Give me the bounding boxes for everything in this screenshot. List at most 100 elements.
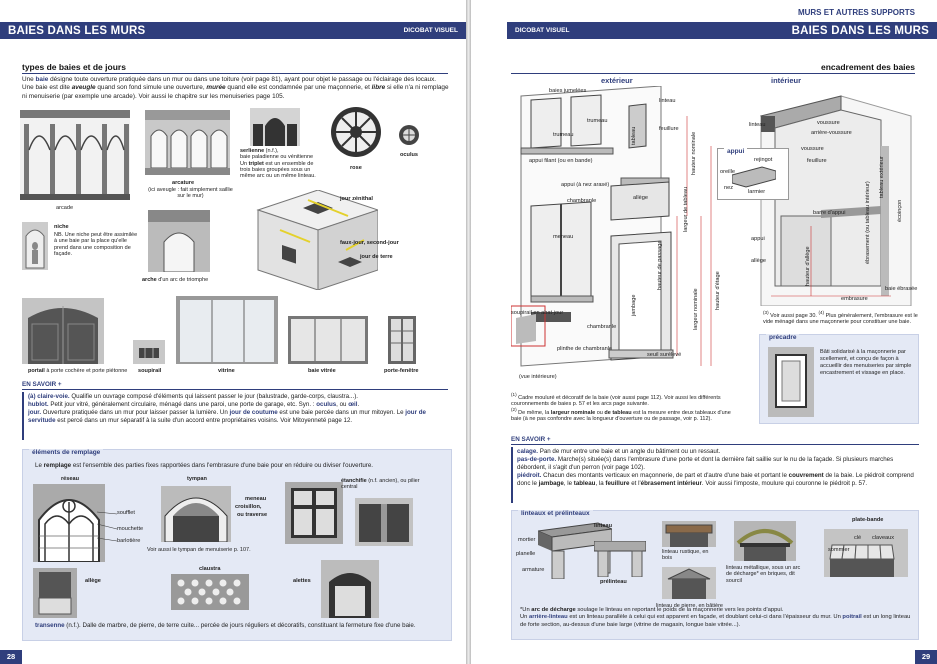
label-oreille: oreille xyxy=(720,169,735,175)
caption-serlienne: serlienne (n.f.),baie paladienne ou véni… xyxy=(240,148,316,180)
remplage-intro: Le remplage est l'ensemble des parties f… xyxy=(35,462,374,469)
vitrine-illustration xyxy=(176,296,278,364)
en-savoir-rule-right xyxy=(511,444,919,450)
room-light-illustration xyxy=(256,190,378,290)
right-page: MURS ET AUTRES SUPPORTS DICOBAT VISUEL B… xyxy=(471,0,937,664)
interior-view-illustration xyxy=(759,95,912,306)
linteaux-title: linteaux et prélinteaux xyxy=(518,510,593,517)
label-planelle: planelle xyxy=(516,551,536,557)
caption-tympan: Voir aussi le tympan de menuiserie p. 10… xyxy=(147,547,251,553)
label-baies-jumelees: baies jumelées xyxy=(549,88,587,94)
label-rose: rose xyxy=(350,165,362,171)
note-2: (2) De même, la largeur nominale ou de t… xyxy=(511,407,731,423)
label-claustra: claustra xyxy=(199,566,221,572)
label-appui-filant: appui filant (ou en bande) xyxy=(529,158,593,164)
croisee-illustration xyxy=(285,482,343,544)
baie-vitree-illustration xyxy=(288,316,368,364)
label-oculus: oculus xyxy=(400,152,419,158)
label-voussure-top: voussure xyxy=(817,120,840,126)
label-barre-appui: barre d'appui xyxy=(813,210,846,216)
leader-lines-reseau xyxy=(97,511,118,542)
left-header-bar: BAIES DANS LES MURS DICOBAT VISUEL xyxy=(0,22,466,39)
label-baie-vitree: baie vitrée xyxy=(308,368,336,374)
label-linteau-int: linteau xyxy=(749,122,766,128)
en-savoir-text-right: calage. Pan de mur entre une baie et un … xyxy=(517,448,914,487)
label-hauteur-passage: hauteur de passage xyxy=(657,240,663,290)
label-allege-int: allège xyxy=(751,258,766,264)
linteau-pierre-illustration xyxy=(662,567,716,599)
right-top-note: MURS ET AUTRES SUPPORTS xyxy=(797,8,915,17)
label-reseau: réseau xyxy=(61,476,80,482)
linteaux-box: linteaux et prélinteaux linteau mortier … xyxy=(511,510,919,640)
right-header-tag: DICOBAT VISUEL xyxy=(515,27,570,34)
label-trumeau-2: trumeau xyxy=(587,118,608,124)
linteaux-footnotes: *Un arc de décharge soulage le linteau e… xyxy=(520,607,911,628)
linteau-bois-illustration xyxy=(662,521,716,547)
caption-linteau-pierre: linteau de pierre, en bâtière xyxy=(656,603,723,609)
serlienne-illustration xyxy=(250,108,300,146)
label-ou-traverse: ou traverse xyxy=(237,512,268,518)
porte-fenetre-illustration xyxy=(388,316,416,364)
label-interieur: intérieur xyxy=(771,76,802,85)
en-savoir-bar-left xyxy=(22,392,24,440)
label-jour-de-terre: jour de terre xyxy=(360,254,393,260)
appui-detail-title: appui xyxy=(724,148,748,155)
label-mortier: mortier xyxy=(518,537,536,543)
label-feuillure-ext: feuillure xyxy=(659,126,679,132)
label-soufflet: soufflet xyxy=(117,510,135,516)
label-largeur-tableau: largeur de tableau xyxy=(683,186,689,232)
note-3-4: (3) Voir aussi page 30. (4) Plus général… xyxy=(763,310,918,326)
label-hauteur-etage: hauteur d'étage xyxy=(715,271,721,310)
label-appui-int: appui xyxy=(751,236,765,242)
label-exterieur: extérieur xyxy=(601,76,633,85)
label-plinthe: plinthe de chambranle xyxy=(557,346,613,352)
label-linteau-ext: linteau xyxy=(659,98,676,104)
portail-illustration xyxy=(22,298,104,364)
left-header-title: BAIES DANS LES MURS xyxy=(8,24,146,37)
caption-niche: NB. Une niche peut être assimilée à une … xyxy=(54,232,138,257)
label-vitrine: vitrine xyxy=(218,368,235,374)
prelinteau-illustration xyxy=(594,541,646,577)
linteau-metal-illustration xyxy=(734,521,796,561)
oculus-illustration xyxy=(399,125,419,145)
section-rule xyxy=(22,73,448,74)
right-header-title: BAIES DANS LES MURS xyxy=(791,24,929,37)
label-tableau-exterieur: tableau extérieur xyxy=(879,156,885,198)
precadre-box: précadre Bâti solidarisé à la maçonnerie… xyxy=(759,334,919,424)
remplage-box: éléments de remplage Le remplage est l'e… xyxy=(22,449,452,641)
plate-bande-illustration xyxy=(824,529,908,577)
label-appui-nez-arase: appui (à nez arasé) xyxy=(561,182,610,188)
left-header-tag: DICOBAT VISUEL xyxy=(403,27,458,34)
arch-of-triumph-illustration xyxy=(148,210,210,272)
label-jambage: jambage xyxy=(631,294,637,316)
exterior-facade-illustration xyxy=(511,86,712,367)
precadre-text: Bâti solidarisé à la maçonnerie par scel… xyxy=(820,349,912,376)
left-page-number: 28 xyxy=(0,650,22,664)
rose-window-illustration xyxy=(331,107,381,157)
section-title-encadrement: encadrement des baies xyxy=(820,62,915,72)
right-header-bar: DICOBAT VISUEL BAIES DANS LES MURS xyxy=(507,22,937,39)
remplage-box-title: éléments de remplage xyxy=(29,449,104,456)
en-savoir-title-left: EN SAVOIR + xyxy=(22,381,62,388)
reseau-illustration xyxy=(33,484,105,562)
label-larmier: larmier xyxy=(748,189,766,195)
label-sommier: sommier xyxy=(828,547,850,553)
label-arcature: arcature xyxy=(172,180,195,186)
label-arriere-voussure: arrière-voussure xyxy=(811,130,852,136)
label-prelinteau: prélinteau xyxy=(600,579,627,585)
label-faux-jour: faux-jour, second-jour xyxy=(340,240,399,246)
precadre-title: précadre xyxy=(766,334,800,341)
claustra-illustration xyxy=(171,574,249,610)
arcade-illustration xyxy=(20,110,130,200)
label-linteau-box: linteau xyxy=(594,523,613,529)
label-arcade: arcade xyxy=(56,205,74,211)
label-tympan: tympan xyxy=(187,476,207,482)
label-aletes: alettes xyxy=(293,578,311,584)
section-rule-right xyxy=(511,73,915,74)
precadre-illustration xyxy=(768,347,814,417)
label-armature: armature xyxy=(522,567,545,573)
appui-detail-illustration xyxy=(732,166,776,188)
label-hauteur-allege: hauteur d'allège xyxy=(805,246,811,286)
label-baie-ebrasee: baie ébrasée xyxy=(885,286,918,292)
